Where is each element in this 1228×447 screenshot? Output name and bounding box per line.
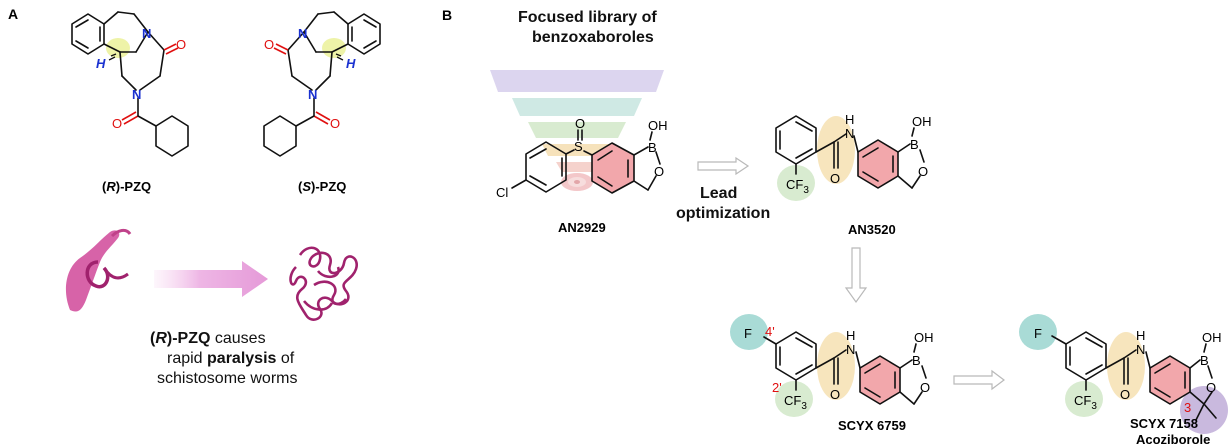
lead-optimization-line2: optimization bbox=[676, 205, 770, 222]
s-ketone-o-atom: O bbox=[264, 37, 274, 52]
r-stereocenter-highlight bbox=[106, 38, 130, 58]
an3520-cf3-group: CF3 bbox=[786, 177, 809, 196]
an3520-b-atom: B bbox=[910, 137, 919, 152]
an3520-label: AN3520 bbox=[848, 222, 896, 237]
scyx6759-position-4-label: 4' bbox=[765, 324, 775, 339]
an2929-b-atom: B bbox=[648, 140, 657, 155]
scyx6759-cf3-highlight bbox=[775, 381, 813, 417]
an3520-h-atom: H bbox=[845, 112, 854, 127]
s-n1-atom: N bbox=[298, 26, 307, 41]
scyx6759-fluoro-highlight bbox=[730, 314, 768, 350]
scyx7158-cf3-highlight bbox=[1065, 381, 1103, 417]
scyx6759-structure: F 4' 2' N H O CF3 B OH O bbox=[730, 314, 934, 417]
scyx6759-b-atom: B bbox=[912, 353, 921, 368]
an2929-ring-o-atom: O bbox=[654, 164, 664, 179]
scyx7158-h-atom: H bbox=[1136, 328, 1145, 343]
r-amide-o-atom: O bbox=[112, 116, 122, 131]
an3520-ring-o-atom: O bbox=[918, 164, 928, 179]
scyx7158-oh-atom: OH bbox=[1202, 330, 1222, 345]
scyx7158-f-atom: F bbox=[1034, 326, 1042, 341]
an2929-sulfoxide-o-atom: O bbox=[575, 116, 585, 131]
scyx7158-fluoro-highlight bbox=[1019, 314, 1057, 350]
r-n2-atom: N bbox=[132, 87, 141, 102]
scyx6759-oh-atom: OH bbox=[914, 330, 934, 345]
lead-optimization-line1: Lead bbox=[700, 185, 737, 202]
an2929-structure: S O B OH O Cl bbox=[496, 116, 668, 200]
s-stereocenter-highlight bbox=[322, 38, 346, 58]
scyx6759-position-2-label: 2' bbox=[772, 380, 782, 395]
scyx6759-amide-highlight bbox=[817, 332, 855, 400]
an3520-amide-highlight bbox=[817, 116, 855, 184]
scyx6759-ring-o-atom: O bbox=[920, 380, 930, 395]
r-n1-atom: N bbox=[142, 26, 151, 41]
an2929-oh-atom: OH bbox=[648, 118, 668, 133]
panel-b-letter: B bbox=[442, 7, 452, 23]
an2929-label: AN2929 bbox=[558, 220, 606, 235]
scyx6759-h-atom: H bbox=[846, 328, 855, 343]
acoziborole-label: Acoziborole bbox=[1136, 432, 1210, 447]
scyx7158-gem-dimethyl-highlight bbox=[1180, 386, 1228, 434]
screening-funnel-icon bbox=[490, 70, 664, 191]
an3520-n-atom: N bbox=[845, 126, 854, 141]
an3520-amide-o-atom: O bbox=[830, 171, 840, 186]
scyx7158-structure: F N H O CF3 B OH O 3 bbox=[1019, 314, 1228, 434]
r-h-atom: H bbox=[96, 56, 106, 71]
scyx6759-cf3-group: CF3 bbox=[784, 393, 807, 412]
library-title-line1: Focused library of bbox=[518, 9, 657, 26]
scyx6759-amide-o-atom: O bbox=[830, 387, 840, 402]
scyx6759-f-atom: F bbox=[744, 326, 752, 341]
an3520-structure: N H O CF3 B OH O bbox=[775, 112, 932, 201]
scyx7158-position-3-label: 3 bbox=[1184, 400, 1191, 415]
r-pzq-structure: N N O O H bbox=[71, 11, 189, 157]
an2929-cl-atom: Cl bbox=[496, 185, 508, 200]
an3520-oh-atom: OH bbox=[912, 114, 932, 129]
s-pzq-structure: N N O O H bbox=[263, 11, 381, 157]
s-pzq-label: (S)-PZQ bbox=[298, 179, 346, 194]
lead-optimization-arrow bbox=[697, 156, 750, 176]
pzq-caption-line3: schistosome worms bbox=[157, 370, 297, 387]
scyx7158-n-atom: N bbox=[1136, 342, 1145, 357]
library-title-line2: benzoxaboroles bbox=[532, 29, 654, 46]
scyx7158-cf3-group: CF3 bbox=[1074, 393, 1097, 412]
paralysis-arrow bbox=[154, 261, 268, 297]
panel-a-letter: A bbox=[8, 6, 18, 22]
active-worm-icon bbox=[65, 228, 132, 312]
pzq-caption-line1: (R)-PZQ causes bbox=[150, 330, 266, 347]
s-h-atom: H bbox=[346, 56, 356, 71]
an2929-s-atom: S bbox=[574, 139, 583, 154]
scyx7158-ring-o-atom: O bbox=[1206, 380, 1216, 395]
scyx7158-amide-highlight bbox=[1107, 332, 1145, 400]
scyx7158-label: SCYX 7158 bbox=[1130, 416, 1198, 431]
scyx6759-label: SCYX 6759 bbox=[838, 418, 906, 433]
s-n2-atom: N bbox=[308, 87, 317, 102]
optimization-arrow-down bbox=[844, 247, 868, 304]
s-amide-o-atom: O bbox=[330, 116, 340, 131]
scyx6759-n-atom: N bbox=[846, 342, 855, 357]
r-ketone-o-atom: O bbox=[176, 37, 186, 52]
scyx7158-b-atom: B bbox=[1200, 353, 1209, 368]
optimization-arrow-right bbox=[953, 369, 1005, 391]
an3520-cf3-highlight bbox=[777, 165, 815, 201]
r-pzq-label: (R)-PZQ bbox=[102, 179, 151, 194]
paralyzed-worm-icon bbox=[289, 246, 358, 321]
scyx7158-amide-o-atom: O bbox=[1120, 387, 1130, 402]
pzq-caption-line2: rapid paralysis of bbox=[167, 350, 295, 367]
